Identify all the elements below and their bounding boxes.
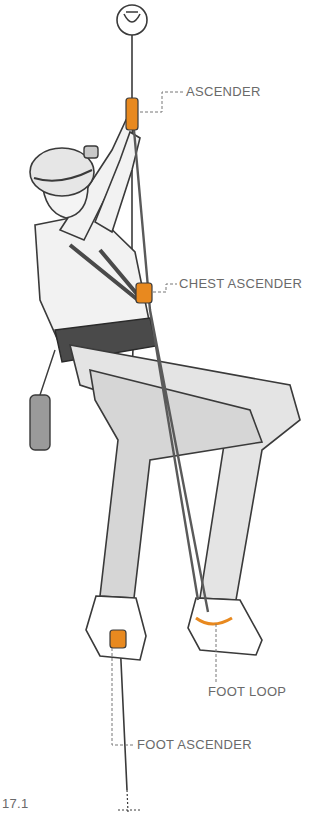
- chest-harness: [70, 245, 142, 300]
- arm: [95, 132, 140, 232]
- rope-end: [118, 810, 140, 811]
- foot-loop-sling: [134, 130, 208, 612]
- shoe: [86, 596, 146, 660]
- leader-line: [112, 648, 135, 745]
- shoe: [188, 598, 262, 655]
- figure-number: 17.1: [2, 796, 29, 812]
- leg: [90, 370, 262, 598]
- bottle: [30, 395, 50, 450]
- part-label: CHEST ASCENDER: [179, 276, 302, 292]
- anchor-hanger: [124, 12, 140, 22]
- leader-line: [153, 284, 177, 292]
- chest-ascender: [136, 283, 152, 303]
- leader-line: [216, 624, 217, 682]
- helmet-strap: [34, 170, 92, 181]
- hand-ascender: [126, 98, 138, 130]
- foot-ascender: [110, 630, 126, 648]
- rope-end: [127, 790, 128, 812]
- anchor-ring: [117, 5, 147, 35]
- part-label: FOOT LOOP: [208, 684, 286, 700]
- part-label: ASCENDER: [186, 84, 261, 100]
- leader-line: [140, 92, 184, 112]
- part-label: FOOT ASCENDER: [137, 737, 252, 753]
- foot-loop: [196, 618, 232, 624]
- headlamp: [84, 146, 98, 158]
- bottle-strap: [40, 350, 55, 395]
- leg: [70, 345, 300, 600]
